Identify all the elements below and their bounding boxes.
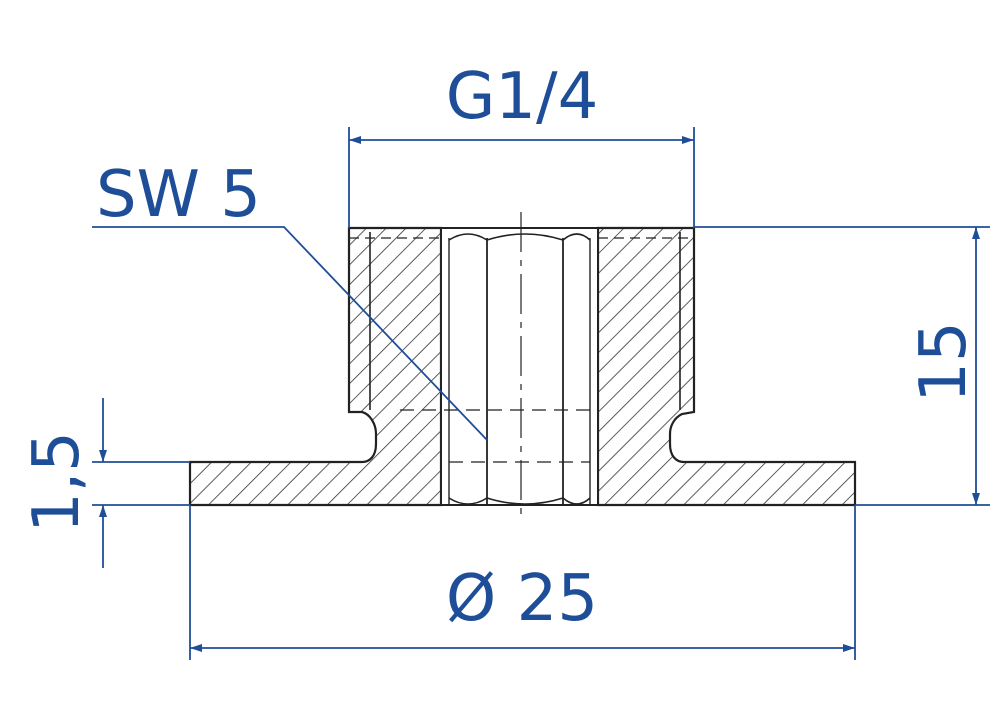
diameter-label: Ø 25 bbox=[446, 562, 598, 636]
bore bbox=[440, 227, 599, 506]
wrench-size-label: SW 5 bbox=[96, 158, 261, 232]
left-wall-section bbox=[188, 226, 443, 507]
sw-leader-line bbox=[92, 226, 488, 441]
height-label: 15 bbox=[907, 321, 981, 402]
dimensions bbox=[92, 127, 990, 660]
thread-label: G1/4 bbox=[446, 60, 599, 134]
part-section bbox=[188, 212, 857, 522]
right-wall-section bbox=[596, 226, 857, 507]
flange-thickness-label: 1,5 bbox=[20, 431, 94, 533]
